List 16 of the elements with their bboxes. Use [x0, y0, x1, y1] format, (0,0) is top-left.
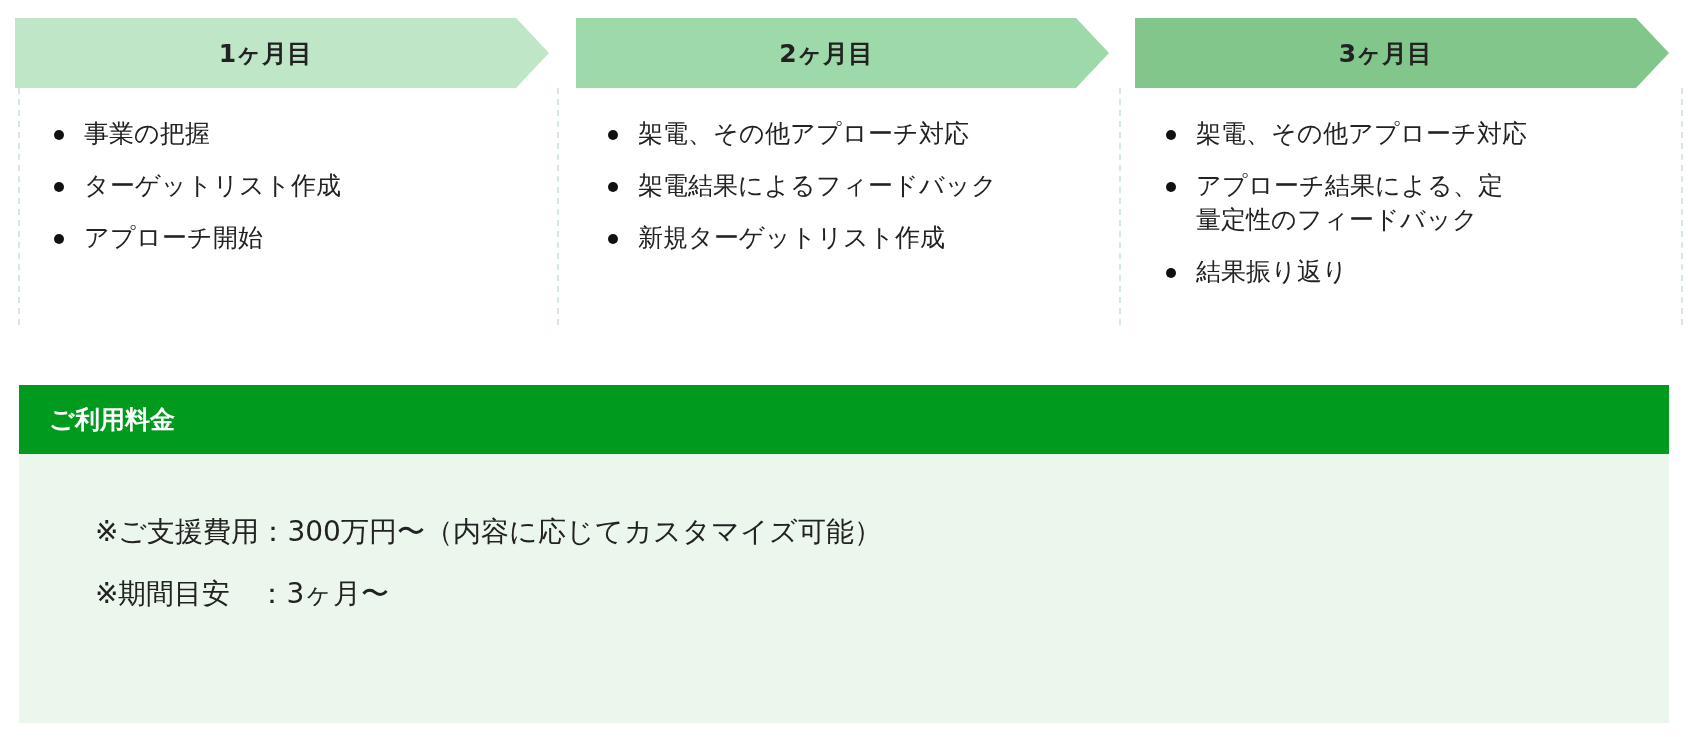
bullet-item: 結果振り返り: [1162, 255, 1672, 289]
chevron-header: 2ヶ月目: [576, 18, 1109, 88]
price-note: ※期間目安 ：3ヶ月〜: [95, 576, 390, 612]
chevron-header: 3ヶ月目: [1135, 18, 1669, 88]
bullet-item: アプローチ開始: [50, 221, 548, 255]
price-note: ※ご支援費用：300万円〜（内容に応じてカスタマイズ可能）: [95, 514, 882, 550]
bullet-item: アプローチ結果による、定量定性のフィードバック: [1162, 169, 1526, 237]
panel-header: ご利用料金: [19, 385, 1669, 454]
pricing-panel: [19, 385, 1669, 723]
bullet-item: 事業の把握: [50, 117, 548, 151]
bullet-item: 架電、その他アプローチ対応: [604, 117, 1110, 151]
bullet-item: 架電結果によるフィードバック: [604, 169, 1110, 203]
bullet-item: ターゲットリスト作成: [50, 169, 548, 203]
bullet-item: 新規ターゲットリスト作成: [604, 221, 1110, 255]
chevron-header: 1ヶ月目: [15, 18, 549, 88]
bullet-item: 架電、その他アプローチ対応: [1162, 117, 1672, 151]
